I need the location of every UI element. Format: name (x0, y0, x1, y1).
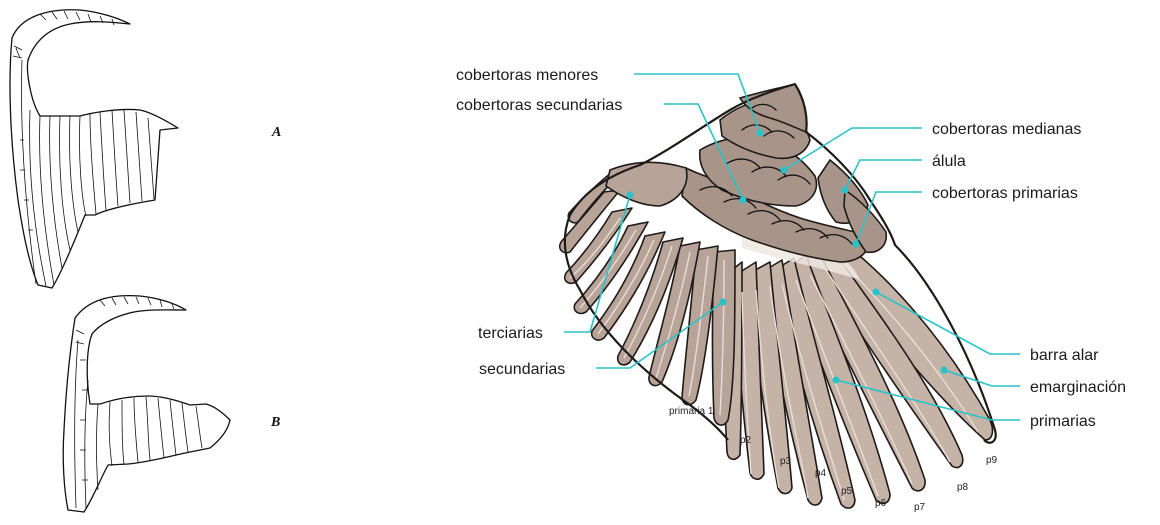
primary-number-4: p4 (815, 468, 827, 479)
figure-letter-a: A (271, 125, 281, 140)
primary-number-3: p3 (780, 456, 792, 467)
label-primarias: primarias (1030, 413, 1096, 430)
primary-number-1: primaria 1 (669, 406, 714, 417)
label-cobertoras-secundarias: cobertoras secundarias (456, 97, 622, 114)
label-terciarias: terciarias (478, 325, 543, 342)
label-cobertoras-medianas: cobertoras medianas (932, 121, 1081, 138)
label-barra-alar: barra alar (1030, 347, 1099, 364)
label-cobertoras-menores: cobertoras menores (456, 67, 598, 84)
primary-number-5: p5 (841, 486, 853, 497)
label-cobertoras-primarias: cobertoras primarias (932, 185, 1078, 202)
primary-number-9: p9 (986, 455, 998, 466)
sketch-wing-b (63, 296, 230, 512)
primary-number-2: p2 (740, 435, 752, 446)
primary-feathers (722, 240, 992, 508)
label-alula: álula (932, 153, 966, 170)
primary-number-7: p7 (914, 502, 926, 513)
primary-number-6: p6 (875, 498, 887, 509)
label-secundarias: secundarias (479, 361, 565, 378)
label-emarginacion: emarginación (1030, 379, 1126, 396)
sketch-wing-a (10, 10, 178, 288)
figure-letter-b: B (270, 415, 280, 430)
color-wing (560, 84, 996, 508)
primary-number-8: p8 (957, 482, 969, 493)
